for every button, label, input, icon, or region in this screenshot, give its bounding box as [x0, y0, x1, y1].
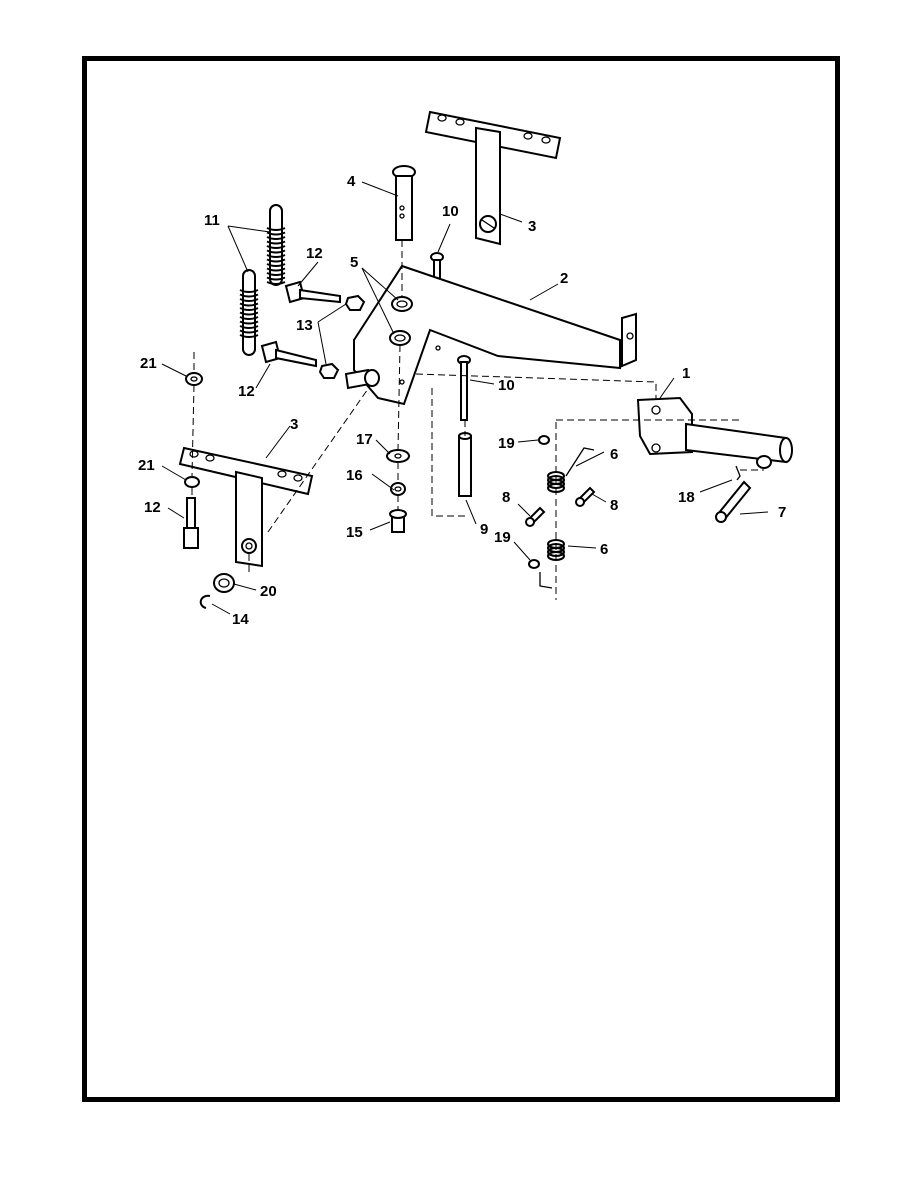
cotter-pin-part-18 [735, 465, 741, 481]
bushing-part-5-upper [391, 296, 413, 312]
sleeve-part-9 [458, 432, 472, 497]
callout-12-lower: 12 [144, 499, 161, 516]
washer-part-20 [213, 573, 235, 593]
bushing-part-5-lower [389, 330, 411, 346]
shaft-assembly-part-1 [636, 396, 793, 469]
callout-leader-lines [161, 181, 769, 615]
bolt-part-12-upper [284, 280, 341, 304]
springs-part-11 [239, 204, 286, 356]
bolt-part-12-middle [260, 340, 317, 368]
callout-6-lower: 6 [600, 541, 608, 558]
callout-13: 13 [296, 317, 313, 334]
nut-part-19-upper [538, 435, 550, 445]
nut-part-13-upper [344, 294, 366, 311]
clip-part-14 [199, 594, 211, 609]
callout-8-left: 8 [502, 489, 510, 506]
pin-part-10-long [457, 355, 471, 421]
callout-11: 11 [204, 212, 220, 229]
callout-10-lower: 10 [498, 377, 515, 394]
nut-part-13-lower [318, 362, 340, 379]
clevis-pin-part-7 [715, 480, 752, 523]
callout-2: 2 [560, 270, 568, 287]
washer-part-21-upper [185, 372, 203, 386]
nut-part-19-lower [528, 559, 540, 569]
torsion-spring-part-6-upper [547, 447, 595, 493]
upper-bracket-part-3 [424, 110, 562, 246]
bolt-part-15 [389, 509, 407, 533]
callout-21-lower: 21 [138, 457, 155, 474]
screw-part-8-right [575, 486, 596, 507]
lower-bracket-part-3 [178, 446, 314, 568]
callout-21-upper: 21 [140, 355, 157, 372]
callout-17: 17 [356, 431, 373, 448]
callout-20: 20 [260, 583, 277, 600]
callout-9: 9 [480, 521, 488, 538]
callout-19-upper: 19 [498, 435, 515, 452]
washer-part-17 [386, 449, 410, 463]
callout-12-middle: 12 [238, 383, 255, 400]
torsion-spring-part-6-lower [539, 539, 566, 589]
callout-16: 16 [346, 467, 363, 484]
callout-labels: 1 2 3 3 4 5 6 6 7 8 8 9 10 10 11 12 12 1… [138, 173, 786, 628]
assembly-guide-lines [191, 240, 764, 600]
pin-part-4 [392, 165, 416, 241]
callout-19-lower: 19 [494, 529, 511, 546]
callout-15: 15 [346, 524, 363, 541]
callout-14: 14 [232, 611, 249, 628]
callout-12-upper: 12 [306, 245, 323, 262]
callout-7: 7 [778, 504, 786, 521]
screw-part-8-left [525, 506, 546, 527]
callout-4: 4 [347, 173, 356, 190]
diagram-border [82, 56, 840, 1102]
callout-3-upper: 3 [528, 218, 536, 235]
callout-6-upper: 6 [610, 446, 618, 463]
callout-10-upper: 10 [442, 203, 459, 220]
washer-part-21-lower [184, 476, 200, 488]
frame-plate-part-2 [344, 264, 637, 406]
callout-1: 1 [682, 365, 690, 382]
callout-18: 18 [678, 489, 695, 506]
callout-3-lower: 3 [290, 416, 298, 433]
callout-8-right: 8 [610, 497, 618, 514]
bolt-part-12-lower [183, 497, 199, 549]
callout-5: 5 [350, 254, 358, 271]
